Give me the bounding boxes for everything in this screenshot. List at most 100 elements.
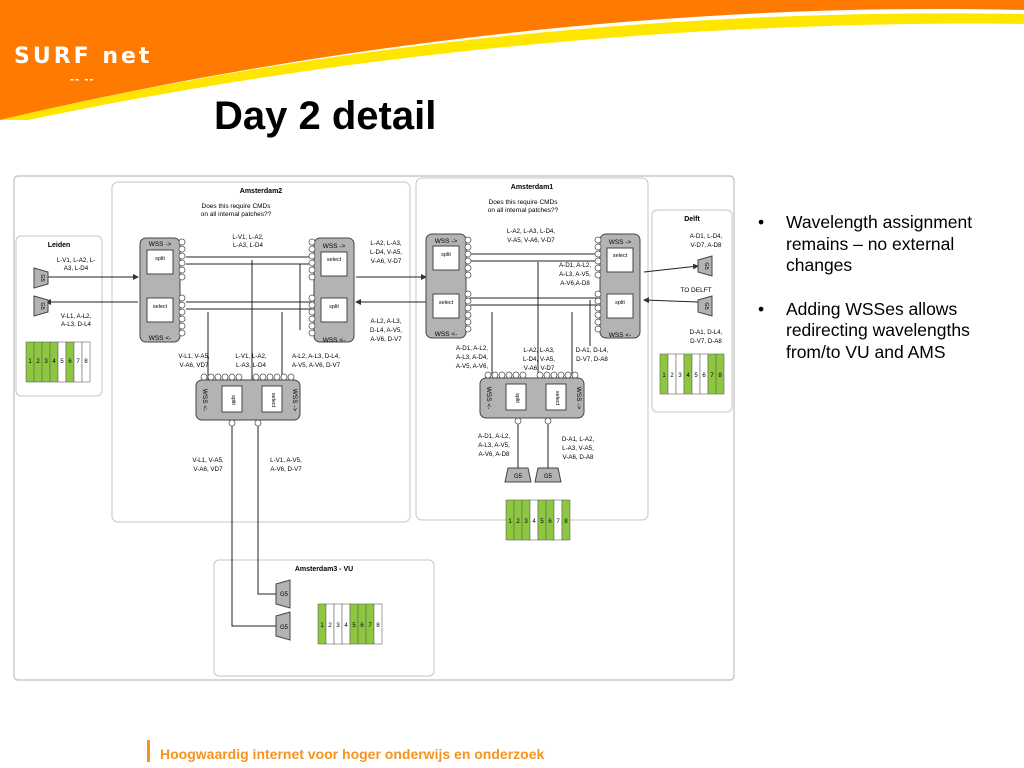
svg-text:2: 2 (328, 623, 332, 629)
svg-text:1: 1 (662, 373, 666, 379)
svg-text:V-A6, VD7: V-A6, VD7 (180, 362, 209, 369)
g5-label: G5 (514, 474, 523, 480)
select-label: select (153, 304, 168, 310)
split-label: split (615, 300, 625, 306)
surfnet-logo-mark: -- -- (70, 72, 95, 86)
svg-text:6: 6 (360, 623, 364, 629)
site-title-amsterdam2: Amsterdam2 (240, 188, 283, 195)
g5-label: G5 (39, 302, 45, 309)
select-label: select (270, 393, 276, 408)
svg-text:6: 6 (548, 519, 552, 525)
split-label: split (441, 252, 451, 258)
wss-node-ams2-a: WSS -> WSS <- split select (139, 237, 186, 343)
svg-text:D-A1, D-L4,: D-A1, D-L4, (690, 329, 723, 336)
wss-label: WSS <- (485, 387, 492, 410)
svg-text:L-V1, L-A2,: L-V1, L-A2, (232, 234, 264, 241)
svg-text:L-A2, L-A3,: L-A2, L-A3, (523, 347, 555, 354)
svg-text:3: 3 (524, 519, 528, 525)
wss-label: WSS <- (609, 332, 632, 339)
g5-label: G5 (544, 474, 553, 480)
site-title-leiden: Leiden (48, 242, 71, 249)
g5-label: G5 (39, 274, 45, 281)
svg-text:V-D7, A-D8: V-D7, A-D8 (691, 242, 723, 249)
svg-text:A-L3, A-V5,: A-L3, A-V5, (559, 271, 591, 278)
svg-text:V-A5, V-A6, V-D7: V-A5, V-A6, V-D7 (507, 237, 555, 244)
g5-label: G5 (280, 592, 289, 598)
wss-node-ams2-b: WSS -> WSS <- select split (308, 237, 355, 344)
svg-text:L-D4, V-A5,: L-D4, V-A5, (523, 356, 555, 363)
split-label: split (514, 393, 520, 403)
svg-text:A-D1, A-L2,: A-D1, A-L2, (478, 433, 510, 440)
cmd-question-line2: on all internal patches?? (488, 207, 559, 214)
svg-text:L-A2, L-A3,: L-A2, L-A3, (370, 240, 402, 247)
svg-text:V-L1, A-L2,: V-L1, A-L2, (61, 313, 92, 320)
g5-ams1-left: G5 (504, 467, 532, 483)
svg-text:1: 1 (508, 519, 512, 525)
select-label: select (439, 300, 454, 306)
wss-label: WSS -> (291, 389, 298, 412)
banner-orange-band (0, 0, 1024, 120)
svg-text:A-D1, L-D4,: A-D1, L-D4, (690, 233, 723, 240)
svg-text:7: 7 (368, 623, 372, 629)
g5-label: G5 (280, 625, 289, 631)
svg-text:A-V6, D-V7: A-V6, D-V7 (370, 336, 402, 343)
svg-text:A-V6,A-D8: A-V6,A-D8 (560, 280, 590, 287)
header-banner (0, 0, 1024, 120)
svg-text:L-D4, V-A5,: L-D4, V-A5, (370, 249, 402, 256)
svg-text:V-L1, V-A5,: V-L1, V-A5, (178, 353, 210, 360)
svg-text:8: 8 (718, 373, 722, 379)
select-label: select (613, 253, 628, 259)
surfnet-logo: SURF net (14, 44, 153, 69)
split-label: split (155, 256, 165, 262)
svg-text:L-V1, L-A2,: L-V1, L-A2, (235, 353, 267, 360)
svg-text:2: 2 (516, 519, 520, 525)
svg-text:3: 3 (678, 373, 682, 379)
svg-text:A-L3, D-L4: A-L3, D-L4 (61, 321, 91, 328)
svg-text:4: 4 (52, 359, 56, 365)
svg-text:L-A2, L-A3, L-D4,: L-A2, L-A3, L-D4, (507, 228, 555, 235)
svg-text:V-L1, V-A5,: V-L1, V-A5, (192, 457, 224, 464)
slide-title: Day 2 detail (214, 94, 437, 138)
svg-text:A3, L-D4: A3, L-D4 (64, 265, 89, 272)
wavelength-table-amsterdam3: 1 2 3 4 5 6 7 8 (317, 603, 383, 645)
svg-text:4: 4 (532, 519, 536, 525)
wss-label: WSS -> (149, 241, 172, 248)
g5-ams1-right: G5 (534, 467, 562, 483)
wss-node-ams1-b: WSS -> WSS <- select split (594, 233, 641, 339)
wss-label: WSS <- (201, 389, 208, 412)
svg-text:7: 7 (710, 373, 714, 379)
select-label: select (554, 391, 560, 406)
wss-node-ams2-lower: WSS <- split select WSS -> (195, 373, 301, 427)
svg-text:D-V7, D-A8: D-V7, D-A8 (576, 356, 608, 363)
svg-text:7: 7 (556, 519, 560, 525)
wss-label: WSS -> (609, 239, 632, 246)
svg-text:A-V5, A-V6,: A-V5, A-V6, (456, 363, 489, 370)
svg-text:A-V6, D-V7: A-V6, D-V7 (270, 466, 302, 473)
svg-text:L-V1, L-A2, L-: L-V1, L-A2, L- (57, 257, 96, 264)
wavelength-table-amsterdam1: 1 2 3 4 5 6 7 8 (505, 499, 571, 541)
wss-label: WSS -> (323, 243, 346, 250)
wss-label: WSS -> (435, 238, 458, 245)
svg-text:6: 6 (68, 359, 72, 365)
svg-text:V-A6, D-A8: V-A6, D-A8 (563, 454, 595, 461)
svg-text:5: 5 (540, 519, 544, 525)
wss-label: WSS -> (575, 387, 582, 410)
svg-text:A-L3, A-V5,: A-L3, A-V5, (478, 442, 510, 449)
wavelength-table-delft: 1 2 3 4 5 6 7 8 (659, 353, 725, 395)
svg-text:A-L2, A-L3,: A-L2, A-L3, (371, 318, 402, 325)
svg-text:V-A6, V-D7: V-A6, V-D7 (524, 365, 555, 372)
g5-delft-bottom: G5 (697, 295, 713, 317)
svg-text:8: 8 (564, 519, 568, 525)
svg-text:4: 4 (686, 373, 690, 379)
svg-text:V-A6, VD7: V-A6, VD7 (194, 466, 223, 473)
footer-tagline: Hoogwaardig internet voor hoger onderwij… (160, 746, 545, 762)
svg-text:5: 5 (694, 373, 698, 379)
split-label: split (329, 304, 339, 310)
svg-text:1: 1 (28, 359, 32, 365)
svg-text:L-A3, V-A5,: L-A3, V-A5, (562, 445, 594, 452)
wss-node-ams1-a: WSS -> WSS <- split select (425, 233, 472, 339)
wavelength-notes: L-V1, L-A2, L- A3, L-D4 V-L1, A-L2, A-L3… (57, 228, 723, 473)
svg-text:D-L4, A-V5,: D-L4, A-V5, (370, 327, 402, 334)
bullet-list: Wavelength assignment remains – no exter… (758, 212, 1020, 385)
